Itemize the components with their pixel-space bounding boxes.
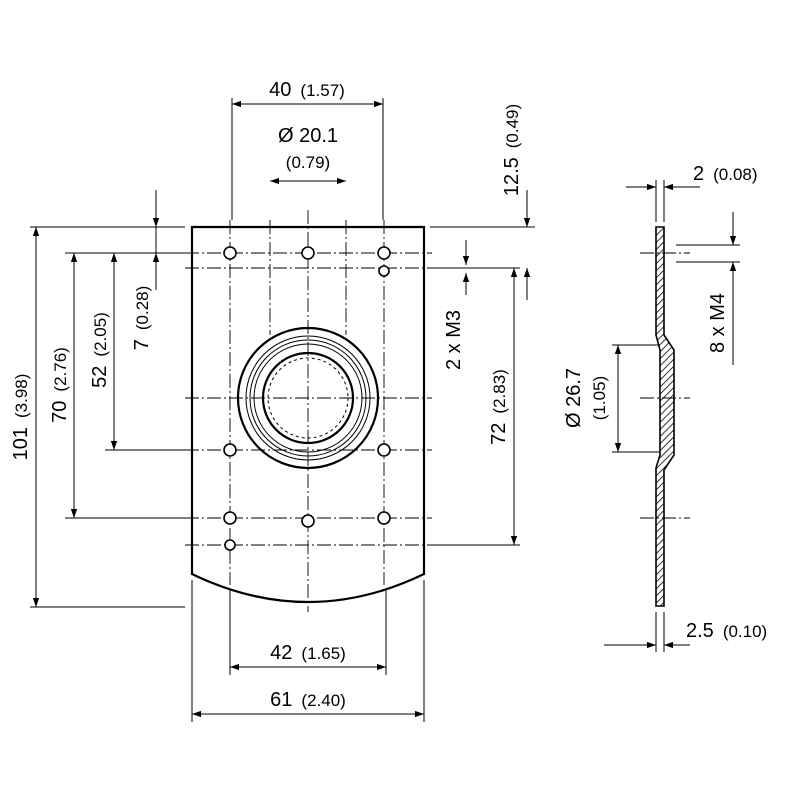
bore-diameter-imperial: (0.79) [286, 153, 330, 172]
dim-2-value: 2 [693, 163, 704, 185]
thread-m3-label: 2 x M3 [443, 310, 465, 370]
mounting-holes [223, 246, 391, 551]
dim-52-imperial: (2.05) [91, 312, 110, 356]
dim-40-value: 40 [269, 79, 291, 101]
dim-70-imperial: (2.76) [51, 347, 70, 391]
collar-diameter-value: Ø 26.7 [563, 368, 585, 428]
dim-61-value: 61 [270, 689, 292, 711]
dim-72-imperial: (2.83) [490, 369, 509, 413]
dim-72-label: 72 (2.83) [488, 369, 510, 445]
side-section [655, 226, 675, 607]
dim-40-imperial: (1.57) [300, 81, 344, 100]
dim-70-value: 70 [49, 401, 71, 423]
extension-lines [30, 98, 535, 722]
dim-101-value: 101 [10, 427, 32, 460]
plate-outline [190, 225, 426, 604]
center-bore [236, 326, 380, 470]
dim-101-label: 101 (3.98) [10, 374, 32, 461]
side-view [604, 180, 740, 652]
dim-12-5-imperial: (0.49) [503, 104, 522, 148]
dim-52-value: 52 [89, 366, 111, 388]
dimension-lines [32, 100, 531, 718]
dim-2-5-label: 2.5 (0.10) [686, 620, 767, 642]
dim-7-value: 7 [131, 339, 153, 350]
dim-7-label: 7 (0.28) [131, 286, 153, 351]
dim-2-5-value: 2.5 [686, 620, 714, 642]
dim-12-5-value: 12.5 [501, 157, 523, 196]
dim-40-label: 40 (1.57) [269, 79, 345, 101]
dim-61-label: 61 (2.40) [270, 689, 346, 711]
dim-2-imperial: (0.08) [713, 165, 757, 184]
dimension-labels: 40 (1.57) Ø 20.1 (0.79) 12.5 (0.49) 2 x … [10, 79, 767, 711]
center-lines [185, 210, 432, 612]
dim-61-imperial: (2.40) [301, 691, 345, 710]
dim-2-label: 2 (0.08) [693, 163, 758, 185]
thread-m4-label: 8 x M4 [707, 293, 729, 353]
dim-42-value: 42 [270, 642, 292, 664]
dim-2-5-imperial: (0.10) [723, 622, 767, 641]
dim-72-value: 72 [488, 423, 510, 445]
dim-52-label: 52 (2.05) [89, 312, 111, 388]
front-view [30, 98, 535, 722]
collar-diameter-imperial: (1.05) [590, 376, 609, 420]
dim-42-label: 42 (1.65) [270, 642, 346, 664]
dim-70-label: 70 (2.76) [49, 347, 71, 423]
dim-7-imperial: (0.28) [133, 286, 152, 330]
dim-42-imperial: (1.65) [301, 644, 345, 663]
dim-12-5-label: 12.5 (0.49) [501, 104, 523, 196]
bore-diameter-value: Ø 20.1 [278, 125, 338, 147]
dim-101-imperial: (3.98) [12, 374, 31, 418]
